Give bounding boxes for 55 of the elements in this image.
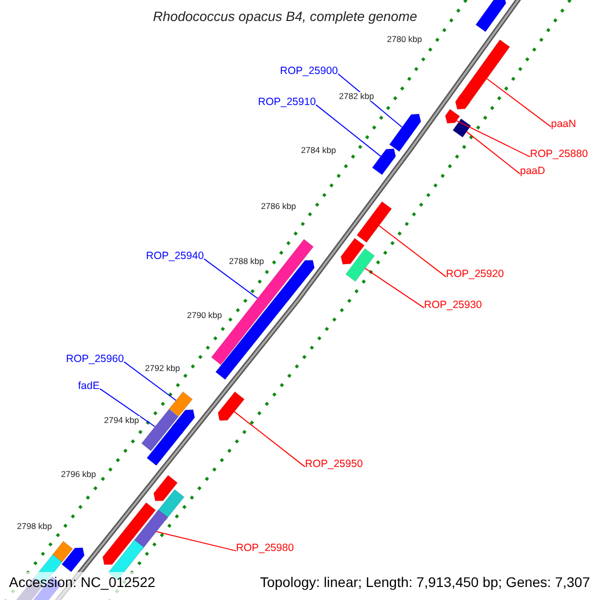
gene-block <box>168 391 193 417</box>
gene-block <box>356 201 392 243</box>
leader-line <box>124 361 176 401</box>
gene-label: ROP_25920 <box>446 269 504 281</box>
gene-label: ROP_25910 <box>258 97 316 109</box>
coordinate-label: 2798 kbp <box>16 522 53 532</box>
gene-block <box>210 238 314 366</box>
leader-line <box>456 120 530 158</box>
gene-label: ROP_25980 <box>236 543 294 555</box>
gene-feature <box>218 391 245 421</box>
gene-feature <box>146 424 184 466</box>
gene-label: ROP_25960 <box>66 354 124 366</box>
diagram-title: Rhodococcus opacus B4, complete genome <box>153 10 418 25</box>
gene-feature <box>340 238 365 265</box>
coordinate-label: 2794 kbp <box>103 416 140 426</box>
gene-label: ROP_25950 <box>305 459 363 471</box>
gene-block <box>452 118 472 138</box>
leader-line <box>204 258 258 299</box>
coordinate-label: 2780 kbp <box>386 35 423 44</box>
gene-label: fadE <box>78 381 100 393</box>
footer-text: Topology: linear; Length: 7,913,450 bp; Genes: 7,307 <box>260 575 590 590</box>
gene-feature <box>389 114 422 152</box>
leader-line <box>486 78 552 128</box>
gene-feature <box>102 529 134 565</box>
gene-block <box>141 408 179 452</box>
gene-feature <box>61 548 85 572</box>
gene-feature <box>124 502 156 538</box>
gene-label: ROP_25880 <box>530 149 588 161</box>
leader-line <box>234 411 306 468</box>
gene-label: ROP_25900 <box>280 66 338 78</box>
coordinate-label: 2796 kbp <box>60 470 97 480</box>
leader-line <box>316 104 382 157</box>
gene-block <box>345 248 375 282</box>
gene-label: ROP_25940 <box>146 251 204 263</box>
coordinate-label: 2786 kbp <box>260 202 297 212</box>
coordinate-label: 2792 kbp <box>144 364 181 374</box>
gene-feature <box>444 108 460 124</box>
gene-feature <box>153 474 178 502</box>
leader-line <box>100 388 156 428</box>
gene-feature <box>372 148 396 176</box>
leader-line <box>466 131 520 174</box>
coordinate-label: 2784 kbp <box>300 146 337 156</box>
gene-label: paaD <box>520 166 546 178</box>
leader-line <box>378 225 446 278</box>
gene-feature <box>455 94 470 110</box>
gene-block <box>52 540 74 564</box>
coordinate-label: 2790 kbp <box>186 311 223 320</box>
footer-text: Accession: NC_012522 <box>9 575 156 590</box>
coordinate-label: 2788 kbp <box>228 257 265 266</box>
gene-feature <box>475 0 506 32</box>
gene-label: ROP_25930 <box>424 300 482 312</box>
coordinate-label: 2782 kbp <box>338 92 375 102</box>
leader-line <box>364 268 424 308</box>
leader-line <box>156 531 236 552</box>
gene-label: paaN <box>551 119 576 131</box>
